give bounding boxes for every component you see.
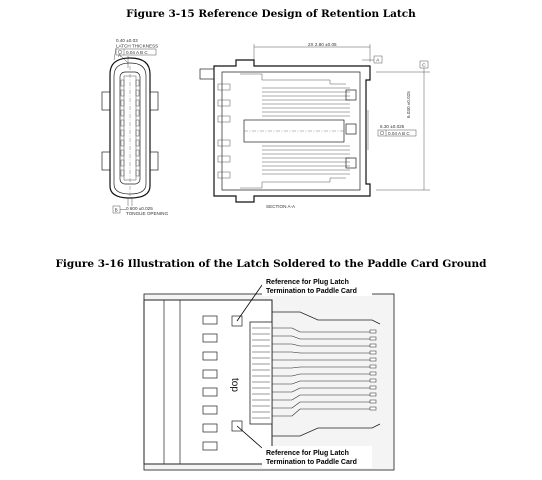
latch-thickness-value: 0.40 ±0.03: [116, 38, 138, 43]
tongue-opening-value: 0.800 ±0.025: [126, 206, 153, 211]
svg-text:A: A: [376, 58, 380, 63]
dim-mid-tolerance-frame: 0.04 A B C: [377, 129, 417, 137]
section-label: SECTION A-A: [266, 204, 296, 209]
top-marking: top: [229, 378, 240, 392]
callout-top-line2: Termination to Paddle Card: [266, 288, 357, 295]
section-view-drawing: 2X 2.80 ±0.05 A C: [199, 42, 430, 209]
datum-a-label: A: [118, 53, 122, 58]
callout-top-line1: Reference for Plug Latch: [266, 279, 349, 286]
dim-right-label: 6.030 ±0.025: [406, 91, 411, 118]
figure-3-15-caption: Figure 3-15 Reference Design of Retentio…: [126, 8, 416, 20]
end-view-drawing: 0.40 ±0.03 LATCH THICKNESS 0.04 A B C A: [101, 38, 168, 216]
dim-mid-value: 6.30 ±0.025: [380, 124, 405, 129]
figure-3-16-caption: Figure 3-16 Illustration of the Latch So…: [55, 258, 487, 270]
latch-thickness-tolerance-frame: 0.04 A B C: [115, 48, 157, 56]
latch-thickness-label: LATCH THICKNESS: [116, 44, 158, 49]
callout-bottom-line1: Reference for Plug Latch: [266, 450, 349, 457]
svg-text:0.04 A B C: 0.04 A B C: [388, 131, 410, 136]
dim-top-label: 2X 2.80 ±0.05: [308, 42, 337, 47]
latch-illustration: top: [143, 276, 395, 471]
datum-a-frame: [373, 55, 383, 64]
tongue-opening-label: TONGUE OPENING: [126, 211, 168, 216]
datum-c-label: C: [422, 63, 426, 68]
svg-text:0.04 A B C: 0.04 A B C: [126, 50, 148, 55]
callout-bottom-line2: Termination to Paddle Card: [266, 459, 357, 466]
datum-b-label: B: [115, 208, 118, 213]
